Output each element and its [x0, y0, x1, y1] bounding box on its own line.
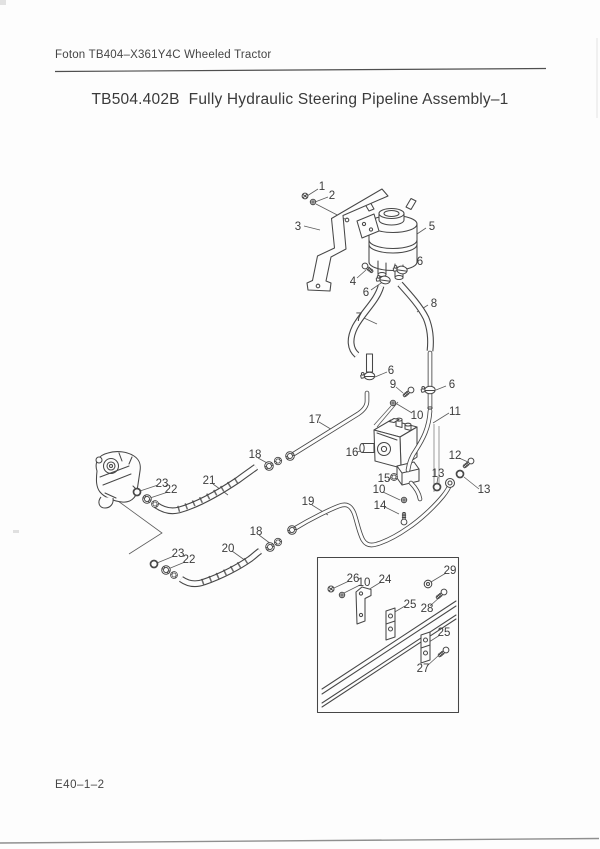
part-callout: 6 — [449, 379, 455, 391]
part-callout: 12 — [449, 450, 462, 462]
page-header: Foton TB404–X361Y4C Wheeled Tractor — [55, 49, 272, 61]
bolt-28 — [434, 587, 449, 601]
banjo-ring — [444, 477, 456, 489]
bolt-27 — [436, 645, 451, 659]
part-callout: 22 — [165, 484, 178, 496]
washer-29 — [423, 579, 433, 589]
washer-2 — [309, 198, 317, 206]
washer-10c — [338, 591, 346, 599]
pipe-19 — [285, 477, 456, 548]
bolt-14 — [400, 512, 408, 526]
hose-20 — [179, 548, 262, 588]
scan-artifacts — [0, 0, 598, 533]
hose-8 — [397, 281, 434, 352]
hose-7 — [347, 284, 385, 373]
part-callout: 8 — [431, 298, 437, 310]
part-callout: 17 — [309, 414, 322, 426]
pipe-11 — [405, 350, 433, 473]
page-edge-line — [0, 837, 600, 844]
bolt-26 — [327, 585, 335, 593]
part-callout: 28 — [421, 603, 434, 615]
hose-21 — [154, 464, 259, 515]
part-callout: 18 — [250, 526, 263, 538]
reservoir-5 — [363, 197, 418, 281]
part-callout: 27 — [417, 663, 430, 675]
part-callout: 19 — [302, 496, 315, 508]
fitting-22-lower — [159, 563, 180, 581]
inset-box — [316, 556, 460, 714]
oring-23-lower — [149, 559, 159, 569]
fitting-18-lower — [263, 536, 284, 554]
part-callouts: 1 2 3 5 4 6 6 7 8 6 9 6 10 11 17 16 12 1… — [156, 181, 491, 675]
part-callout: 6 — [417, 256, 423, 268]
part-callout: 20 — [222, 543, 235, 555]
part-callout: 25 — [404, 599, 417, 611]
clamp-6-tank-left — [375, 274, 392, 285]
part-callout: 7 — [356, 312, 362, 324]
part-callout: 22 — [183, 554, 196, 566]
part-callout: 3 — [295, 221, 301, 233]
bolt-1 — [301, 192, 309, 200]
mount-plate — [356, 213, 380, 239]
bracket-3 — [306, 188, 389, 292]
part-callout: 13 — [478, 484, 491, 496]
header-rule — [54, 67, 547, 73]
clamp-6-pipe11 — [420, 385, 436, 395]
construction-lines — [117, 203, 399, 555]
part-callout: 4 — [350, 276, 357, 288]
frame-rails — [321, 600, 457, 708]
oring-23-upper — [132, 487, 142, 497]
part-callout: 5 — [429, 221, 435, 233]
oring-13-left — [432, 482, 442, 492]
panel-edge-lines — [433, 424, 440, 492]
bracket-24 — [355, 586, 372, 625]
bolt-9 — [401, 385, 416, 399]
part-callout: 21 — [203, 475, 216, 487]
part-callout: 10 — [358, 577, 371, 589]
part-callout: 1 — [319, 181, 325, 193]
oring-13-right — [455, 469, 465, 479]
part-callout: 23 — [172, 548, 185, 560]
washer-10b — [400, 496, 408, 504]
clamp-25a — [385, 607, 396, 641]
part-callout: 11 — [449, 406, 461, 418]
part-callout: 10 — [411, 410, 424, 422]
figure-code: E40–1–2 — [55, 779, 105, 791]
part-callout: 24 — [379, 574, 392, 586]
clamp-25b — [420, 631, 431, 664]
part-callout: 2 — [329, 190, 335, 202]
part-callout: 26 — [347, 573, 360, 585]
page-title: TB504.402B Fully Hydraulic Steering Pipe… — [91, 91, 509, 108]
part-callout: 23 — [156, 478, 169, 490]
part-callout: 18 — [249, 449, 262, 461]
part-callout: 14 — [374, 500, 387, 512]
part-callout: 25 — [438, 627, 451, 639]
fitting-12 — [461, 456, 476, 470]
part-callout: 13 — [432, 468, 445, 480]
washer-10a — [389, 399, 397, 407]
part-callout: 10 — [373, 484, 386, 496]
fitting-18-upper — [262, 455, 284, 473]
clamp-6-hose7 — [360, 371, 376, 381]
part-callout: 16 — [346, 447, 359, 459]
pipe-17 — [283, 390, 370, 463]
steering-unit — [95, 451, 141, 509]
part-callout: 6 — [363, 287, 369, 299]
valve-15 — [389, 461, 423, 502]
part-callout: 9 — [390, 379, 396, 391]
part-callout: 6 — [388, 365, 394, 377]
part-callout: 15 — [378, 473, 391, 485]
part-callout: 29 — [444, 565, 457, 577]
